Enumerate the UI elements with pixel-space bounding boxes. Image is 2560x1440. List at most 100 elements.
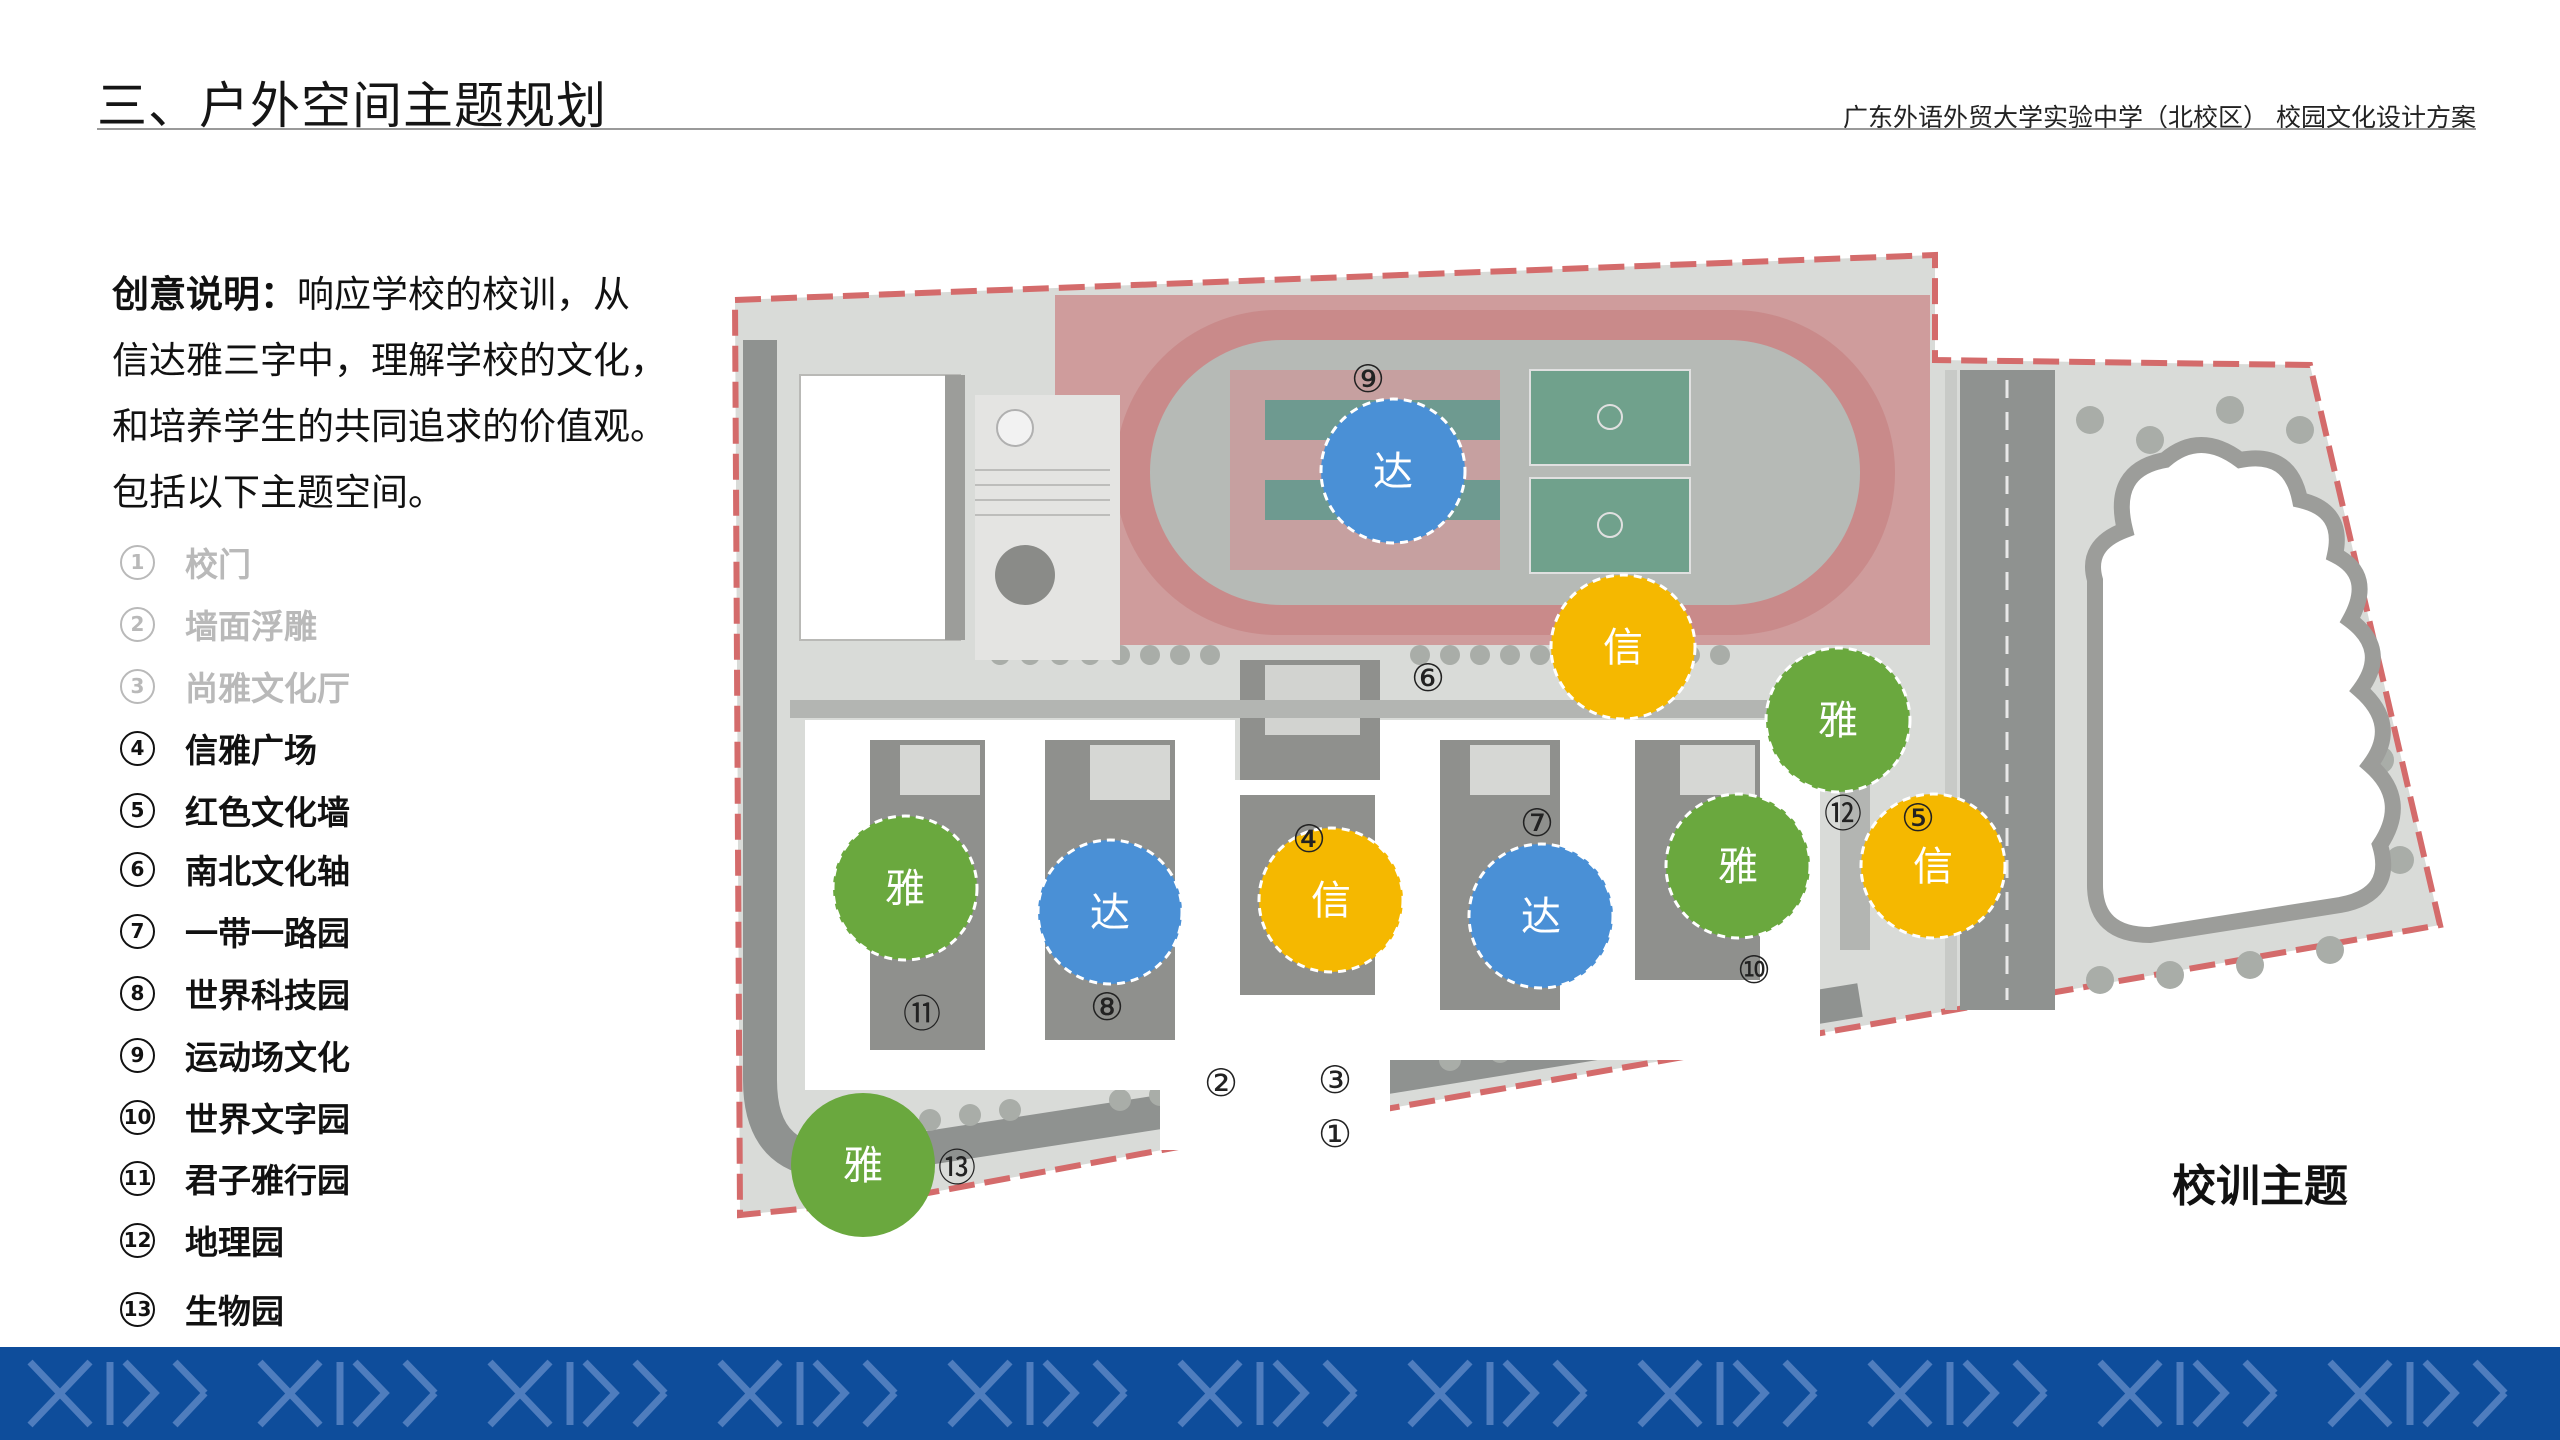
legend-label: 世界科技园 [185, 976, 350, 1015]
marker-8: ⑧ [1090, 985, 1124, 1029]
legend-label: 地理园 [185, 1223, 284, 1262]
da-label: 达 [1090, 890, 1130, 936]
ya-circle-northeast: 雅 [1764, 646, 1912, 794]
ya-label: 雅 [843, 1143, 883, 1189]
northwest-building [799, 374, 961, 641]
xin-label: 信 [1913, 844, 1953, 890]
xin-circle-east: 信 [1859, 792, 2007, 940]
marker-1: ① [1318, 1112, 1352, 1156]
title-divider [97, 128, 2476, 130]
entrance-hall [1160, 1050, 1390, 1150]
legend-number: 5 [120, 792, 155, 828]
marker-3: ③ [1318, 1058, 1352, 1102]
page-title: 三、户外空间主题规划 [97, 77, 607, 135]
xin-label: 信 [1603, 625, 1643, 671]
page-subtitle: 广东外语外贸大学实验中学（北校区） 校园文化设计方案 [1843, 103, 2476, 132]
marker-13: ⑬ [938, 1146, 976, 1190]
legend-label: 红色文化墙 [185, 793, 350, 832]
court-circle-1 [1597, 404, 1623, 430]
legend-item-10: 10 世界文字园 [120, 1093, 350, 1141]
legend-label: 墙面浮雕 [185, 607, 317, 646]
marker-11: ⑪ [903, 992, 941, 1036]
marker-12: ⑫ [1824, 792, 1862, 836]
ya-circle-east-courtyard: 雅 [1664, 792, 1812, 940]
xin-circle-field: 信 [1549, 573, 1697, 721]
legend-number: 1 [120, 544, 155, 580]
intro-line-4: 包括以下主题空间。 [112, 471, 445, 514]
intro-line-1: 响应学校的校训，从 [297, 273, 630, 316]
west-plaza [975, 395, 1120, 660]
theme-circles: 达 信 雅 信 雅 达 信 达 [791, 397, 2007, 1237]
courtyard-2-inner [1090, 745, 1170, 800]
legend-number: 10 [120, 1099, 155, 1135]
legend-item-9: 9 运动场文化 [120, 1031, 350, 1079]
intro-line-3: 和培养学生的共同追求的价值观。 [112, 405, 667, 448]
legend-number: 11 [120, 1160, 155, 1196]
intro-paragraph: 创意说明：响应学校的校训，从 信达雅三字中，理解学校的文化， 和培养学生的共同追… [112, 262, 672, 526]
legend-number: 4 [120, 730, 155, 766]
north-corridor [790, 700, 1850, 718]
courtyard-5-inner [1680, 745, 1755, 795]
legend-item-8: 8 世界科技园 [120, 969, 350, 1017]
marker-4: ④ [1292, 817, 1326, 861]
marker-10: ⑩ [1737, 948, 1771, 992]
legend-number: 9 [120, 1037, 155, 1073]
site-boundary [731, 251, 2444, 1219]
plaza-fountain [996, 409, 1034, 447]
legend-number: 7 [120, 913, 155, 949]
marker-7: ⑦ [1520, 801, 1554, 845]
intro-line-2: 信达雅三字中，理解学校的文化， [112, 339, 667, 382]
legend-item-3: 3 尚雅文化厅 [120, 662, 350, 710]
legend-number: 2 [120, 606, 155, 642]
marker-5: ⑤ [1901, 796, 1935, 840]
legend-number: 6 [120, 851, 155, 887]
legend-label: 尚雅文化厅 [185, 669, 350, 708]
court-circle-2 [1597, 512, 1623, 538]
legend-number: 3 [120, 668, 155, 704]
intro-label: 创意说明： [112, 273, 297, 316]
da-label: 达 [1521, 894, 1561, 940]
ya-label: 雅 [1818, 698, 1858, 744]
marker-9: ⑨ [1351, 357, 1385, 401]
legend-item-4: 4 信雅广场 [120, 724, 317, 772]
legend-number: 8 [120, 975, 155, 1011]
legend-item-12: 12 地理园 [120, 1216, 284, 1264]
da-circle-east-courtyard: 达 [1467, 842, 1615, 990]
basketball-court-2 [1529, 477, 1691, 574]
legend-label: 信雅广场 [185, 731, 317, 770]
legend-label: 南北文化轴 [185, 852, 350, 891]
motto-theme-label: 校训主题 [2172, 1161, 2348, 1212]
legend-item-6: 6 南北文化轴 [120, 845, 350, 893]
da-circle-west-courtyard: 达 [1036, 838, 1184, 986]
legend-item-1: 1 校门 [120, 538, 251, 586]
legend-label: 校门 [185, 545, 251, 584]
courtyard-4-inner [1470, 745, 1550, 795]
legend-label: 生物园 [185, 1292, 284, 1331]
plaza-steps [975, 469, 1110, 516]
ya-label: 雅 [1718, 844, 1758, 890]
footer-pattern-band [0, 1347, 2560, 1440]
legend-label: 运动场文化 [185, 1038, 350, 1077]
legend-item-2: 2 墙面浮雕 [120, 600, 317, 648]
footer-pattern [27, 1359, 2508, 1428]
legend-item-5: 5 红色文化墙 [120, 786, 350, 834]
courtyard-1-inner [900, 745, 980, 795]
legend-item-11: 11 君子雅行园 [120, 1154, 350, 1202]
da-circle-field: 达 [1319, 397, 1467, 545]
ya-circle-west-courtyard: 雅 [831, 814, 979, 962]
legend-label: 君子雅行园 [185, 1161, 350, 1200]
xin-label: 信 [1311, 878, 1351, 924]
ya-circle-southwest: 雅 [791, 1093, 935, 1237]
legend-number: 12 [120, 1222, 155, 1258]
legend-item-13: 13 生物园 [120, 1285, 284, 1333]
location-markers: ① ② ③ ④ ⑤ ⑥ ⑦ ⑧ ⑨ ⑩ ⑪ ⑫ ⑬ [903, 357, 1935, 1190]
legend-label: 世界文字园 [185, 1100, 350, 1139]
basketball-court-1 [1529, 369, 1691, 466]
marker-2: ② [1204, 1061, 1238, 1105]
east-cloud-building [2085, 437, 2401, 944]
legend-number: 13 [120, 1291, 155, 1327]
da-label: 达 [1373, 449, 1413, 495]
marker-6: ⑥ [1411, 656, 1445, 700]
